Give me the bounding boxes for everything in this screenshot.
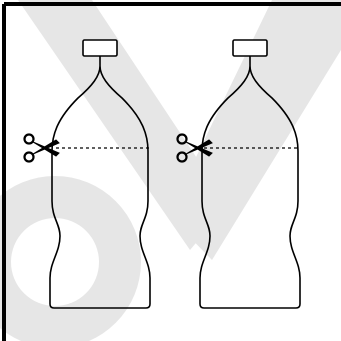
watermark-circle-hole <box>11 218 99 306</box>
bottle-cap <box>233 40 267 56</box>
watermark-stroke-right <box>168 0 341 260</box>
bottle-cap <box>83 40 117 56</box>
